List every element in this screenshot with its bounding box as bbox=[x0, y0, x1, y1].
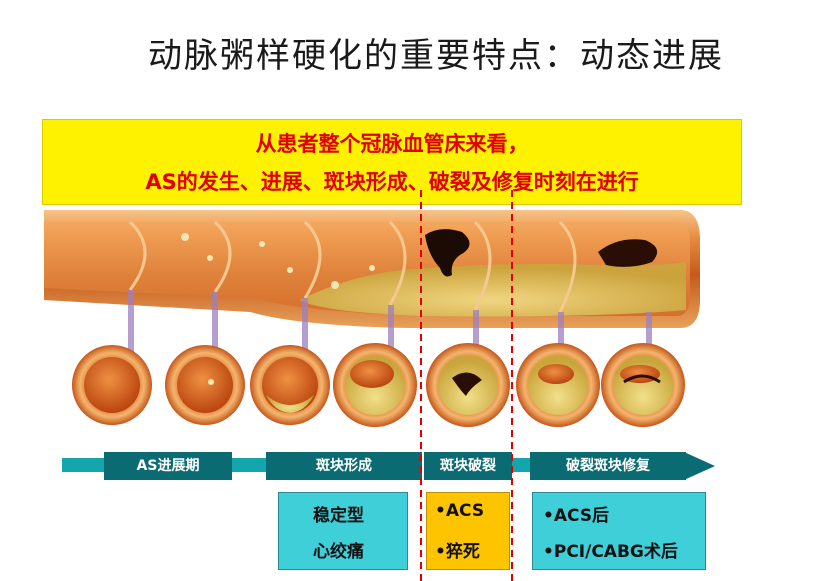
banner-line-1: 从患者整个冠脉血管床来看， bbox=[255, 132, 529, 156]
summary-banner: 从患者整个冠脉血管床来看， AS的发生、进展、斑块形成、破裂及修复时刻在进行 bbox=[42, 119, 742, 205]
timeline-arrow bbox=[62, 452, 715, 480]
rupture-outcomes-box: •ACS •猝死 bbox=[426, 492, 510, 570]
artery-long-section bbox=[44, 210, 700, 328]
cross-section-3 bbox=[250, 345, 330, 425]
stage-label-plaque-formation: 斑块形成 bbox=[316, 458, 372, 474]
stable-angina-line-2: 心绞痛 bbox=[313, 542, 364, 562]
banner-line-2: AS的发生、进展、斑块形成、破裂及修复时刻在进行 bbox=[145, 170, 639, 194]
cross-section-6 bbox=[516, 343, 600, 427]
stage-label-plaque-repair: 破裂斑块修复 bbox=[566, 458, 650, 474]
repair-item-post-acs: •ACS后 bbox=[543, 506, 610, 526]
cross-section-2 bbox=[165, 345, 245, 425]
repair-item-post-pci-cabg: •PCI/CABG术后 bbox=[543, 542, 678, 562]
repair-outcomes-box: •ACS后 •PCI/CABG术后 bbox=[532, 492, 706, 570]
cross-sections bbox=[72, 343, 685, 427]
rupture-stage-markers bbox=[420, 190, 513, 581]
cross-section-5 bbox=[426, 343, 510, 427]
page-title: 动脉粥样硬化的重要特点：动态进展 bbox=[148, 36, 724, 76]
cross-section-1 bbox=[72, 345, 152, 425]
section-connectors bbox=[128, 290, 652, 356]
rupture-item-acs: •ACS bbox=[435, 501, 485, 521]
stable-angina-box: 稳定型 心绞痛 bbox=[278, 492, 408, 570]
cross-section-4 bbox=[333, 343, 417, 427]
stage-label-as-progression: AS进展期 bbox=[136, 458, 200, 474]
stable-angina-line-1: 稳定型 bbox=[313, 506, 364, 526]
rupture-item-sudden-death: •猝死 bbox=[435, 542, 480, 562]
stage-label-plaque-rupture: 斑块破裂 bbox=[440, 458, 496, 474]
cross-section-7 bbox=[601, 343, 685, 427]
